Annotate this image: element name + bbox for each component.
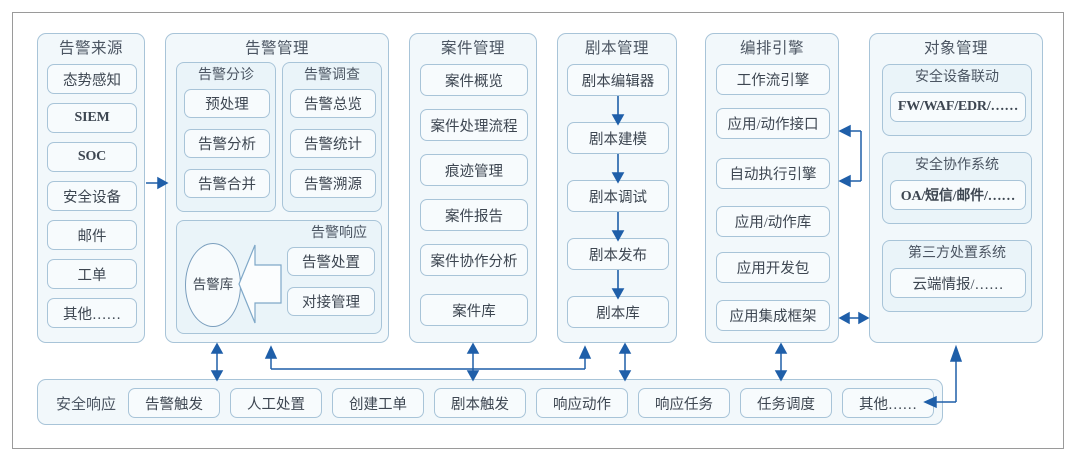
- box-alarm-merge[interactable]: 告警合并: [184, 169, 270, 198]
- box-situational-awareness[interactable]: 态势感知: [47, 64, 137, 94]
- panel-title-object-management: 对象管理: [923, 40, 988, 57]
- box-manual-disposal[interactable]: 人工处置: [230, 388, 322, 418]
- panel-alarm-source: 告警来源 态势感知 SIEM SOC 安全设备 邮件 工单 其他……: [37, 33, 145, 343]
- subpanel-title-security-collaboration: 安全协作系统: [915, 158, 999, 173]
- box-script-publish[interactable]: 剧本发布: [567, 238, 669, 270]
- panel-script-management: 剧本管理 剧本编辑器 剧本建模 剧本调试 剧本发布 剧本库: [557, 33, 677, 343]
- box-alarm-tracing[interactable]: 告警溯源: [290, 169, 376, 198]
- block-arrow-to-repository: [238, 244, 282, 324]
- box-script-editor[interactable]: 剧本编辑器: [567, 64, 669, 96]
- box-email[interactable]: 邮件: [47, 220, 137, 250]
- box-security-device[interactable]: 安全设备: [47, 181, 137, 211]
- subpanel-alarm-response: 告警响应 告警库 告警处置 对接管理: [176, 220, 382, 334]
- box-response-task[interactable]: 响应任务: [638, 388, 730, 418]
- subpanel-alarm-triage: 告警分诊 预处理 告警分析 告警合并: [176, 62, 276, 212]
- panel-orchestration-engine: 编排引擎 工作流引擎 应用/动作接口 自动执行引擎 应用/动作库 应用开发包 应…: [705, 33, 839, 343]
- arrow-orchestration-object-bidirectional: [838, 311, 870, 325]
- box-fw-waf-edr[interactable]: FW/WAF/EDR/……: [890, 92, 1026, 122]
- subpanel-title-alarm-triage: 告警分诊: [198, 68, 254, 83]
- panel-title-case-management: 案件管理: [440, 40, 505, 57]
- subpanel-alarm-investigation: 告警调查 告警总览 告警统计 告警溯源: [282, 62, 382, 212]
- box-oa-sms-email[interactable]: OA/短信/邮件/……: [890, 180, 1026, 210]
- arrow-script-to-alarm-management: [264, 345, 592, 370]
- arrow-orchestration-bottom-bar: [774, 342, 788, 382]
- box-siem[interactable]: SIEM: [47, 103, 137, 133]
- box-case-repository[interactable]: 案件库: [420, 294, 528, 326]
- box-script-debug[interactable]: 剧本调试: [567, 180, 669, 212]
- box-case-report[interactable]: 案件报告: [420, 199, 528, 231]
- box-app-action-interface[interactable]: 应用/动作接口: [716, 108, 830, 139]
- arrow-bottom-bar-object-management: [923, 344, 963, 409]
- panel-object-management: 对象管理 安全设备联动 FW/WAF/EDR/…… 安全协作系统 OA/短信/邮…: [869, 33, 1043, 343]
- box-auto-execution-engine[interactable]: 自动执行引擎: [716, 158, 830, 189]
- bar-security-response: 安全响应 告警触发 人工处置 创建工单 剧本触发 响应动作 响应任务 任务调度 …: [37, 379, 943, 425]
- ellipse-alarm-repository[interactable]: 告警库: [185, 243, 241, 327]
- diagram-frame: 告警来源 态势感知 SIEM SOC 安全设备 邮件 工单 其他…… 告警管理 …: [12, 12, 1064, 449]
- subpanel-title-alarm-response: 告警响应: [311, 226, 367, 241]
- arrow-case-management-bottom-bar: [466, 342, 480, 382]
- box-alarm-trigger[interactable]: 告警触发: [128, 388, 220, 418]
- bar-label-security-response: 安全响应: [55, 396, 116, 413]
- box-script-modeling[interactable]: 剧本建模: [567, 122, 669, 154]
- panel-title-alarm-management: 告警管理: [244, 40, 309, 57]
- subpanel-third-party-disposal: 第三方处置系统 云端情报/……: [882, 240, 1032, 312]
- box-preprocess[interactable]: 预处理: [184, 89, 270, 118]
- panel-alarm-management: 告警管理 告警分诊 预处理 告警分析 告警合并 告警调查 告警总览 告警统计 告…: [165, 33, 389, 343]
- box-app-integration-framework[interactable]: 应用集成框架: [716, 300, 830, 331]
- panel-title-script-management: 剧本管理: [584, 40, 649, 57]
- subpanel-title-alarm-investigation: 告警调查: [304, 68, 360, 83]
- box-case-collaboration[interactable]: 案件协作分析: [420, 244, 528, 276]
- box-script-repository[interactable]: 剧本库: [567, 296, 669, 328]
- box-soc[interactable]: SOC: [47, 142, 137, 172]
- arrow-source-to-alarm-management: [146, 176, 169, 190]
- subpanel-title-third-party-disposal: 第三方处置系统: [908, 246, 1006, 261]
- arrow-object-to-orchestration-interface: [838, 124, 862, 188]
- connector-layer: [146, 124, 963, 409]
- box-task-scheduling[interactable]: 任务调度: [740, 388, 832, 418]
- box-other-source[interactable]: 其他……: [47, 298, 137, 328]
- box-alarm-disposal[interactable]: 告警处置: [287, 247, 375, 276]
- box-ticket[interactable]: 工单: [47, 259, 137, 289]
- box-create-ticket[interactable]: 创建工单: [332, 388, 424, 418]
- box-trace-management[interactable]: 痕迹管理: [420, 154, 528, 186]
- arrow-alarm-management-bottom-bar: [210, 342, 224, 382]
- box-case-overview[interactable]: 案件概览: [420, 64, 528, 96]
- subpanel-title-security-device-linkage: 安全设备联动: [915, 70, 999, 85]
- box-alarm-overview[interactable]: 告警总览: [290, 89, 376, 118]
- box-case-process[interactable]: 案件处理流程: [420, 109, 528, 141]
- box-response-action[interactable]: 响应动作: [536, 388, 628, 418]
- box-app-action-library[interactable]: 应用/动作库: [716, 206, 830, 237]
- box-other-response[interactable]: 其他……: [842, 388, 934, 418]
- box-alarm-analysis[interactable]: 告警分析: [184, 129, 270, 158]
- box-cloud-intelligence[interactable]: 云端情报/……: [890, 268, 1026, 298]
- box-alarm-statistics[interactable]: 告警统计: [290, 129, 376, 158]
- script-flow-arrows: [611, 96, 625, 300]
- subpanel-security-device-linkage: 安全设备联动 FW/WAF/EDR/……: [882, 64, 1032, 136]
- box-script-trigger[interactable]: 剧本触发: [434, 388, 526, 418]
- subpanel-security-collaboration: 安全协作系统 OA/短信/邮件/……: [882, 152, 1032, 224]
- panel-title-orchestration-engine: 编排引擎: [739, 40, 804, 57]
- box-app-dev-kit[interactable]: 应用开发包: [716, 252, 830, 283]
- arrow-script-management-bottom-bar: [618, 342, 632, 382]
- panel-title-alarm-source: 告警来源: [58, 40, 123, 57]
- box-workflow-engine[interactable]: 工作流引擎: [716, 64, 830, 95]
- box-integration-management[interactable]: 对接管理: [287, 287, 375, 316]
- panel-case-management: 案件管理 案件概览 案件处理流程 痕迹管理 案件报告 案件协作分析 案件库: [409, 33, 537, 343]
